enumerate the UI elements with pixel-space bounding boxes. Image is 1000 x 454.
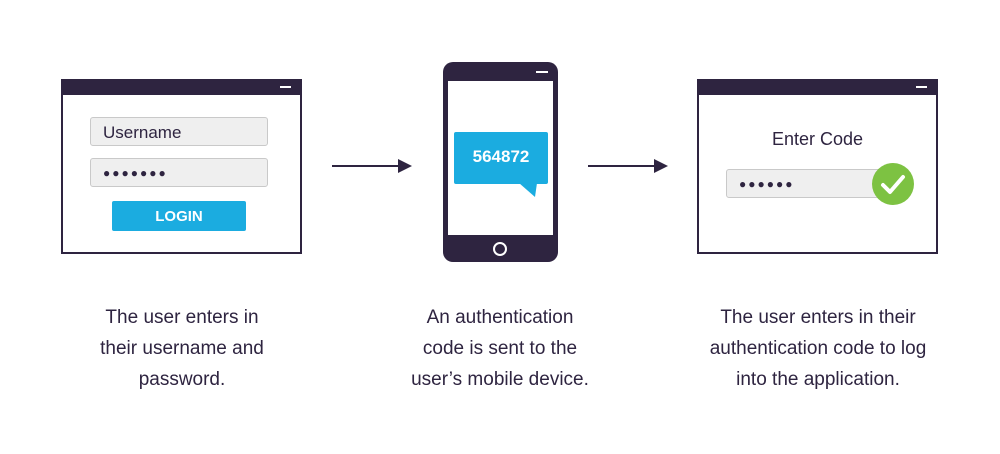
step2-caption: An authentication code is sent to the us…: [380, 302, 620, 395]
arrow-right-icon: [588, 159, 668, 173]
window-title-bar: [699, 81, 936, 95]
password-mask: ●●●●●●●: [103, 166, 168, 180]
username-field[interactable]: Username: [90, 117, 268, 146]
chat-bubble-tail: [519, 183, 537, 197]
code-field[interactable]: ●●●●●●: [726, 169, 888, 198]
password-field[interactable]: ●●●●●●●: [90, 158, 268, 187]
sms-code: 564872: [472, 147, 530, 166]
step3-caption: The user enters in their authentication …: [683, 302, 953, 395]
checkmark-icon: [872, 163, 914, 205]
enter-code-window: Enter Code ●●●●●●: [697, 79, 938, 254]
window-minimize-icon: [280, 86, 291, 88]
caption-line: into the application.: [736, 369, 900, 390]
login-window: Username ●●●●●●● LOGIN: [61, 79, 302, 254]
step1-caption: The user enters in their username and pa…: [60, 302, 304, 395]
code-mask: ●●●●●●: [739, 177, 795, 191]
caption-line: The user enters in their: [720, 307, 916, 328]
caption-line: authentication code to log: [709, 338, 927, 359]
window-minimize-icon: [916, 86, 927, 88]
chat-bubble-icon: 564872: [454, 132, 548, 184]
window-title-bar: [63, 81, 300, 95]
caption-line: code is sent to the: [422, 338, 578, 359]
username-field-text: Username: [103, 123, 182, 142]
caption-line: their username and: [100, 338, 264, 359]
caption-line: An authentication: [426, 307, 574, 328]
caption-line: user’s mobile device.: [411, 369, 589, 390]
login-button[interactable]: LOGIN: [112, 201, 246, 231]
phone-speaker: [536, 71, 548, 73]
arrow-right-icon: [332, 159, 412, 173]
caption-line: The user enters in: [105, 307, 259, 328]
enter-code-label: Enter Code: [771, 129, 864, 149]
phone-home-button: [493, 242, 507, 256]
caption-line: password.: [138, 369, 226, 390]
